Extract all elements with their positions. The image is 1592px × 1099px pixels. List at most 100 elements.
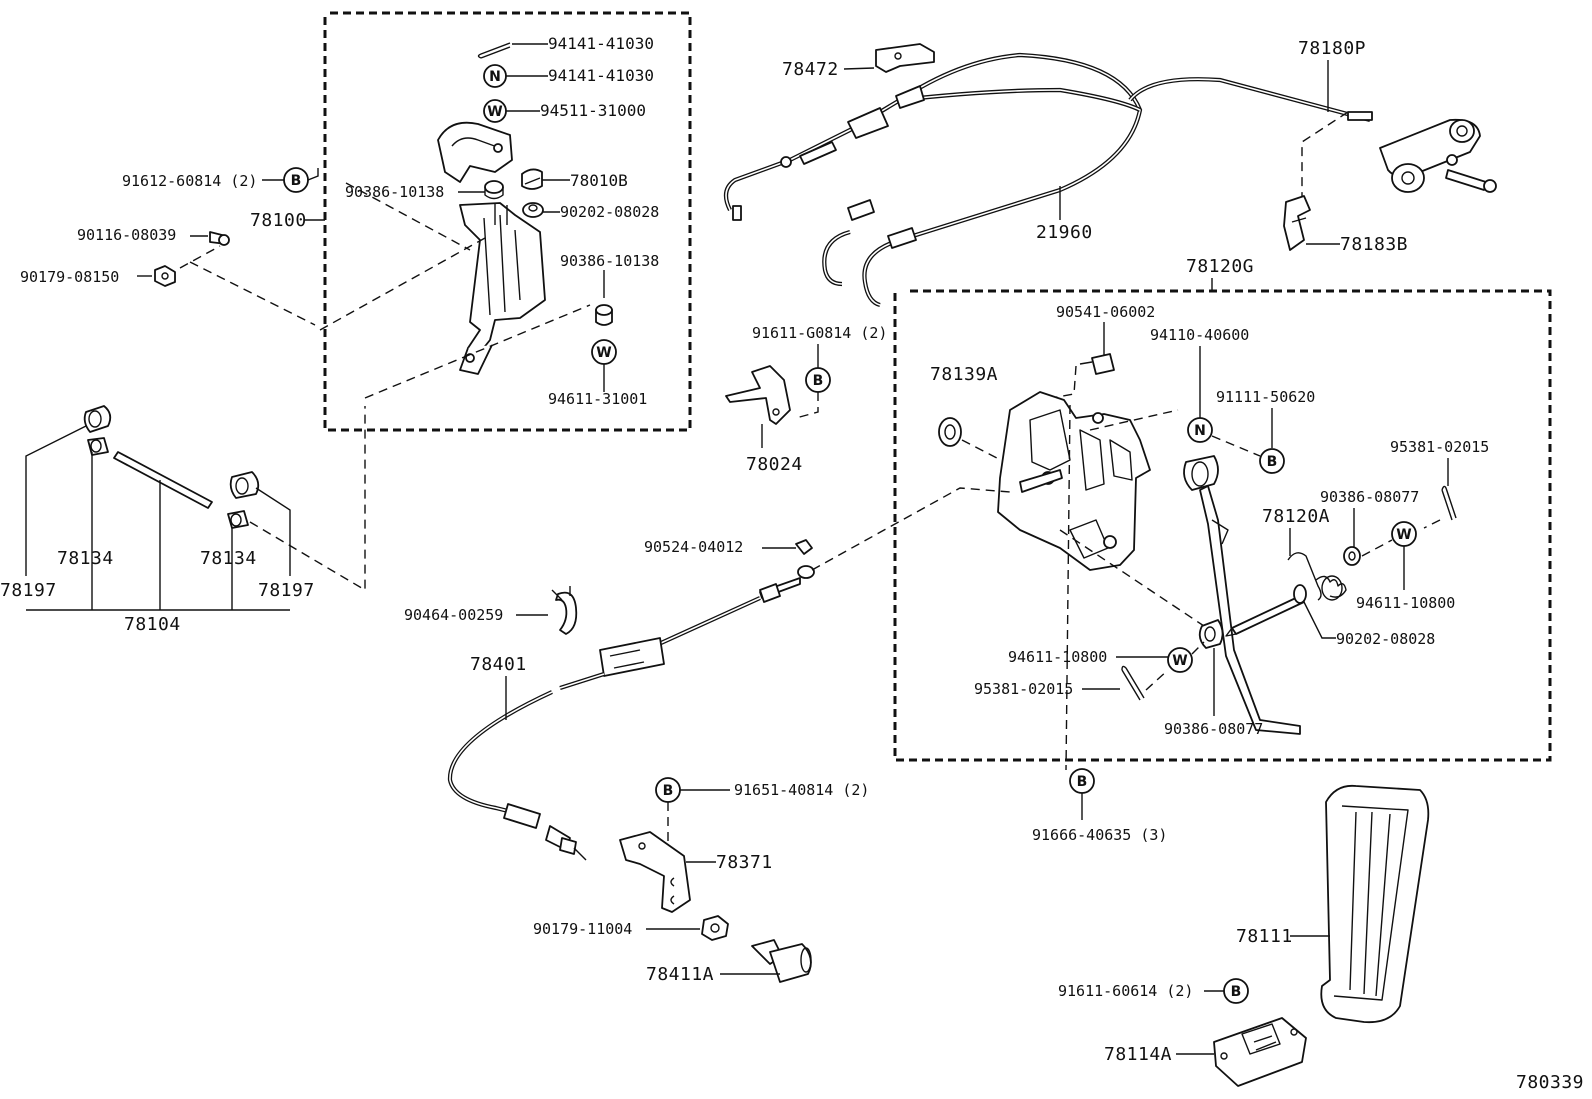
part-label-78134-right: 78134 bbox=[200, 548, 257, 569]
washer-symbol-icon: W bbox=[483, 99, 540, 123]
nut-90179-11004-icon bbox=[646, 915, 729, 941]
cable-21960-icon bbox=[723, 52, 1373, 308]
bolt-symbol-91611-G-icon: B bbox=[795, 344, 831, 419]
group-78100-box bbox=[323, 11, 692, 432]
part-label-90541-06002: 90541-06002 bbox=[1056, 303, 1155, 321]
part-label-90179-08150: 90179-08150 bbox=[20, 268, 119, 286]
part-label-90464-00259: 90464-00259 bbox=[404, 606, 503, 624]
washer-symbol-letter-d: W bbox=[1172, 653, 1187, 669]
part-label-94611-31001: 94611-31001 bbox=[548, 390, 647, 408]
part-label-78120A: 78120A bbox=[1262, 506, 1330, 527]
part-label-78111: 78111 bbox=[1236, 926, 1293, 947]
bracket-78024-icon bbox=[725, 365, 791, 448]
part-label-78024: 78024 bbox=[746, 454, 803, 475]
bushing-78134-right-icon bbox=[227, 510, 249, 529]
throttle-lever-icon bbox=[1379, 118, 1497, 193]
part-label-94110-40600: 94110-40600 bbox=[1150, 326, 1249, 344]
washer-symbol-94611-right-icon: W bbox=[1391, 521, 1417, 590]
part-label-90386-08077-bottom: 90386-08077 bbox=[1164, 720, 1263, 738]
part-label-78401: 78401 bbox=[470, 654, 527, 675]
washer-78139A-icon bbox=[938, 417, 962, 447]
part-label-91666-40635: 91666-40635 (3) bbox=[1032, 826, 1167, 844]
bolt-symbol-91612-icon: B bbox=[262, 167, 319, 193]
cotter-pin-left-icon bbox=[1082, 665, 1145, 701]
accelerator-pedal-icon bbox=[1320, 784, 1430, 1024]
pedal-hinge-78114A-icon bbox=[1176, 1017, 1307, 1087]
part-label-78472: 78472 bbox=[782, 59, 839, 80]
part-label-90386-08077-right: 90386-08077 bbox=[1320, 488, 1419, 506]
part-label-91611-G0814: 91611-G0814 (2) bbox=[752, 324, 887, 342]
lever-cap-icon bbox=[437, 121, 513, 183]
bolt-symbol-91651-icon: B bbox=[655, 777, 730, 803]
part-label-78183B: 78183B bbox=[1340, 234, 1408, 255]
throttle-bracket-icon bbox=[459, 202, 546, 375]
bolt-symbol-letter-c: B bbox=[1267, 454, 1278, 470]
part-label-91651-40814: 91651-40814 (2) bbox=[734, 781, 869, 799]
part-label-91111-50620: 91111-50620 bbox=[1216, 388, 1315, 406]
spring-78120A-icon bbox=[1287, 552, 1347, 601]
part-label-90524-04012: 90524-04012 bbox=[644, 538, 743, 556]
washer-symbol-94611-left-icon: W bbox=[1116, 647, 1193, 673]
part-label-78010B: 78010B bbox=[570, 171, 628, 190]
part-label-78134-left: 78134 bbox=[57, 548, 114, 569]
stopper-78411A-icon bbox=[720, 939, 812, 983]
part-label-90386-10138-b: 90386-10138 bbox=[560, 252, 659, 270]
bolt-symbol-letter-f: B bbox=[1231, 984, 1242, 1000]
part-label-95381-02015-right: 95381-02015 bbox=[1390, 438, 1489, 456]
bolt-symbol-91611-6-icon: B bbox=[1204, 978, 1249, 1004]
nut-symbol-letter: N bbox=[489, 69, 501, 85]
bushing-90386-a-icon bbox=[458, 180, 504, 200]
part-label-78411A: 78411A bbox=[646, 964, 714, 985]
bushing-90386-08077-bottom-icon bbox=[1198, 619, 1224, 716]
part-label-95381-02015-left: 95381-02015 bbox=[974, 680, 1073, 698]
pedal-arm-icon bbox=[1183, 455, 1301, 735]
washer-symbol-letter-b: W bbox=[596, 345, 611, 361]
bolt-90541-icon bbox=[1079, 353, 1115, 375]
part-label-78197-left: 78197 bbox=[0, 580, 57, 601]
bolt-symbol-91666-icon: B bbox=[1069, 768, 1095, 820]
bushing-78197-right-icon bbox=[229, 471, 260, 499]
bolt-symbol-letter-a: B bbox=[291, 173, 302, 189]
cable-78401-icon bbox=[447, 565, 815, 861]
clip-78010B-icon bbox=[521, 168, 570, 190]
part-label-90202-08028-top: 90202-08028 bbox=[560, 203, 659, 221]
bolt-symbol-letter-e: B bbox=[663, 783, 674, 799]
nut-symbol-letter-b: N bbox=[1194, 423, 1206, 439]
part-label-78104: 78104 bbox=[124, 614, 181, 635]
bolt-symbol-letter-b: B bbox=[813, 373, 824, 389]
cotter-pin-icon bbox=[477, 42, 548, 59]
washer-symbol-letter: W bbox=[487, 104, 502, 120]
bushing-90386-08077-right-icon bbox=[1343, 546, 1361, 566]
diagram-number: 780339 bbox=[1516, 1072, 1584, 1093]
part-label-90179-11004: 90179-11004 bbox=[533, 920, 632, 938]
pedal-bracket-icon bbox=[997, 391, 1151, 571]
part-label-94611-10800-left: 94611-10800 bbox=[1008, 648, 1107, 666]
clip-78183B-icon bbox=[1283, 195, 1340, 251]
part-label-90116-08039: 90116-08039 bbox=[77, 226, 176, 244]
part-label-78180P: 78180P bbox=[1298, 38, 1366, 59]
shaft-icon bbox=[1225, 595, 1305, 637]
bolt-symbol-letter-d: B bbox=[1077, 774, 1088, 790]
bushing-78197-left-icon bbox=[83, 405, 112, 433]
part-label-90386-10138-a: 90386-10138 bbox=[345, 183, 444, 201]
part-label-78120G: 78120G bbox=[1186, 256, 1254, 277]
part-label-91611-60614: 91611-60614 (2) bbox=[1058, 982, 1193, 1000]
part-label-78371: 78371 bbox=[716, 852, 773, 873]
part-label-90202-08028-bottom: 90202-08028 bbox=[1336, 630, 1435, 648]
washer-symbol-letter-c: W bbox=[1396, 527, 1411, 543]
part-label-78139A: 78139A bbox=[930, 364, 998, 385]
part-label-78197-right: 78197 bbox=[258, 580, 315, 601]
part-label-78100: 78100 bbox=[250, 210, 307, 231]
nut-90179-08150-icon bbox=[137, 265, 176, 287]
bushing-78134-left-icon bbox=[87, 437, 109, 456]
bolt-symbol-91111-icon: B bbox=[1259, 448, 1285, 474]
clip-90524-icon bbox=[762, 539, 813, 555]
part-label-94611-10800-right: 94611-10800 bbox=[1356, 594, 1455, 612]
bolt-90116-icon bbox=[190, 231, 230, 246]
part-label-94511-31000: 94511-31000 bbox=[540, 101, 646, 120]
nut-symbol-94110-icon: N bbox=[1187, 417, 1213, 443]
washer-symbol-94611-31001-icon: W bbox=[591, 339, 617, 392]
part-label-94141-41030-pin: 94141-41030 bbox=[548, 34, 654, 53]
part-label-78114A: 78114A bbox=[1104, 1044, 1172, 1065]
